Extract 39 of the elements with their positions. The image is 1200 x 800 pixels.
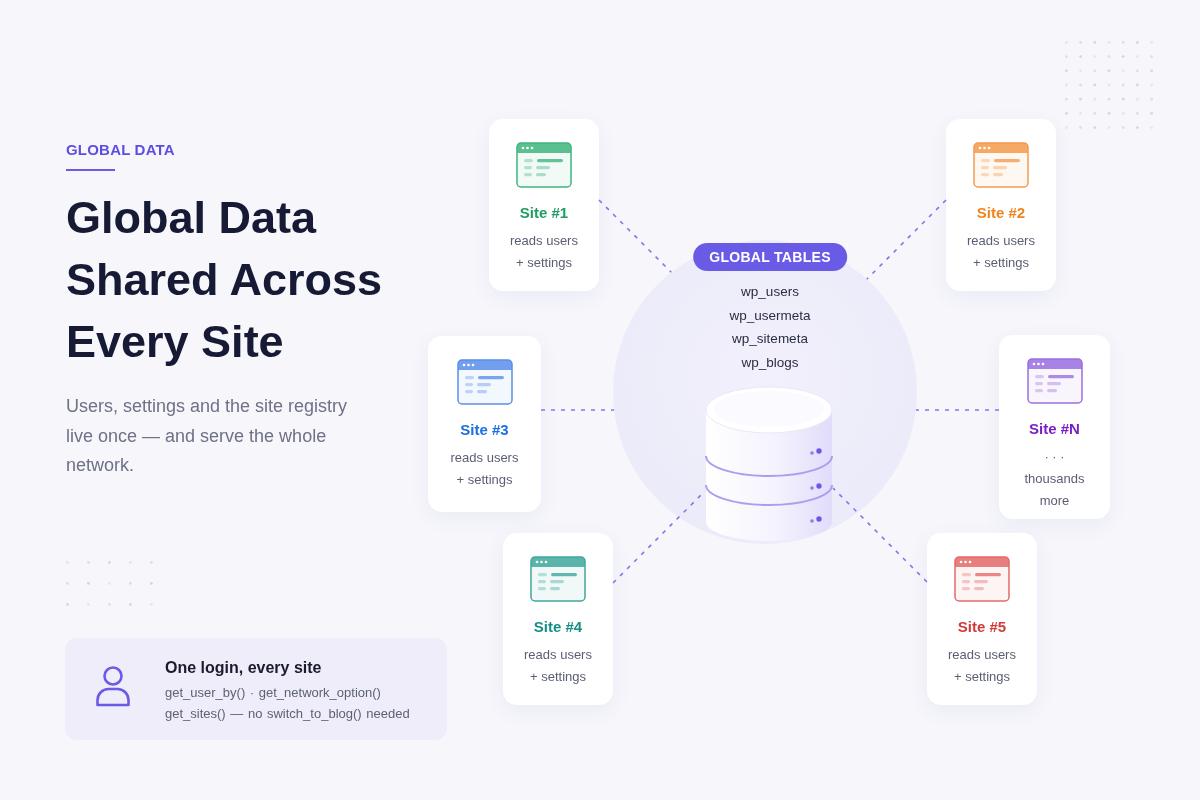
dashed-connector — [866, 199, 947, 280]
site-card — [428, 336, 541, 512]
site-card — [503, 533, 613, 705]
dashed-connector — [832, 487, 928, 583]
dashed-connector — [612, 490, 706, 584]
card-title: One login, every site — [165, 658, 322, 678]
site-description: reads users + settings — [449, 449, 520, 489]
info-card — [65, 638, 447, 740]
dashed-connector — [540, 409, 615, 411]
site-title: Site #1 — [519, 203, 569, 223]
pill-label: GLOBAL TABLES — [693, 243, 847, 271]
code-line: get_user_by() · get_network_option() — [165, 684, 381, 702]
site-title: Site #4 — [533, 617, 583, 637]
table-name: wp_sitemeta — [732, 330, 808, 348]
dashed-connector — [598, 199, 673, 274]
site-card — [946, 119, 1056, 291]
dashed-connector — [915, 409, 1000, 411]
table-name: wp_blogs — [741, 354, 799, 372]
site-description: reads users + settings — [523, 646, 593, 686]
site-card — [999, 335, 1110, 519]
eyebrow-label: GLOBAL DATA — [66, 141, 175, 159]
site-description: reads users + settings — [966, 232, 1036, 272]
table-name: wp_users — [741, 283, 799, 301]
site-description: reads users + settings — [947, 646, 1017, 686]
site-card — [927, 533, 1037, 705]
site-title: Site #N — [1029, 419, 1080, 439]
site-card — [489, 119, 599, 291]
page-title: Global Data Shared Across Every Site — [66, 191, 383, 369]
database-cylinder — [705, 386, 833, 542]
intro-paragraph: Users, settings and the site registry live once — and serve the whole network. — [66, 395, 349, 477]
table-name: wp_usermeta — [729, 307, 811, 325]
backdrop-circle — [613, 240, 917, 544]
site-title: Site #5 — [957, 617, 1007, 637]
site-title: Site #2 — [976, 203, 1026, 223]
site-description: · · · — [1043, 448, 1066, 466]
site-title: Site #3 — [460, 420, 509, 440]
site-description: thousands more — [1023, 470, 1086, 510]
code-line: get_sites() — no switch_to_blog() needed — [165, 705, 410, 723]
site-description: reads users + settings — [509, 232, 579, 272]
